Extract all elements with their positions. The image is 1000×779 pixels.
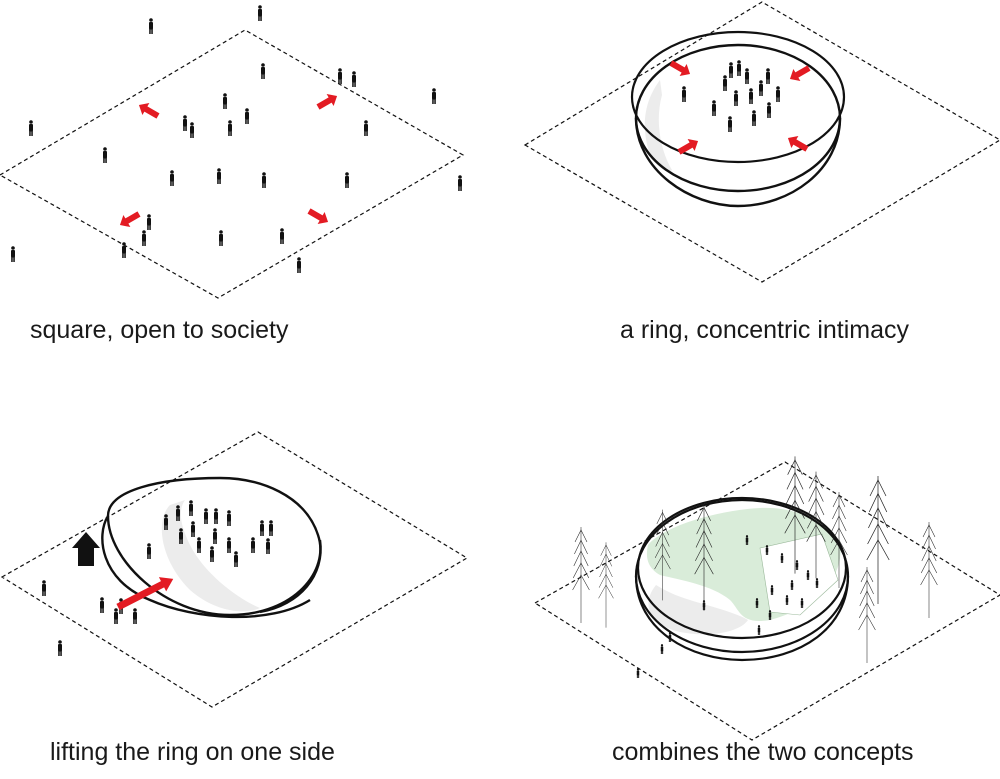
ring [634, 496, 850, 662]
square-outline [523, 1, 1000, 283]
people-group [682, 60, 780, 132]
panel-ring [523, 1, 1000, 283]
caption-ring: a ring, concentric intimacy [620, 316, 910, 344]
ring-ramp [648, 585, 748, 635]
entry-arrow-icon [116, 577, 174, 611]
panel-square [0, 5, 465, 299]
ring-ramp [161, 500, 260, 612]
square-outline [0, 29, 465, 299]
panel-lifted [0, 431, 469, 708]
caption-combined: combines the two concepts [612, 738, 914, 766]
ring [101, 476, 322, 619]
panel-combined [533, 455, 1000, 741]
square-outline [533, 461, 1000, 741]
caption-lifted: lifting the ring on one side [50, 738, 335, 766]
outward-arrows [119, 93, 338, 228]
caption-square: square, open to society [30, 316, 289, 344]
white-plaza [759, 533, 839, 616]
lift-arrow-icon [72, 532, 100, 566]
ring [630, 30, 846, 208]
inward-arrows [669, 60, 811, 155]
people-group [42, 500, 273, 656]
ring-ramp [644, 80, 672, 172]
people-group [11, 5, 462, 273]
square-outline [0, 431, 469, 708]
